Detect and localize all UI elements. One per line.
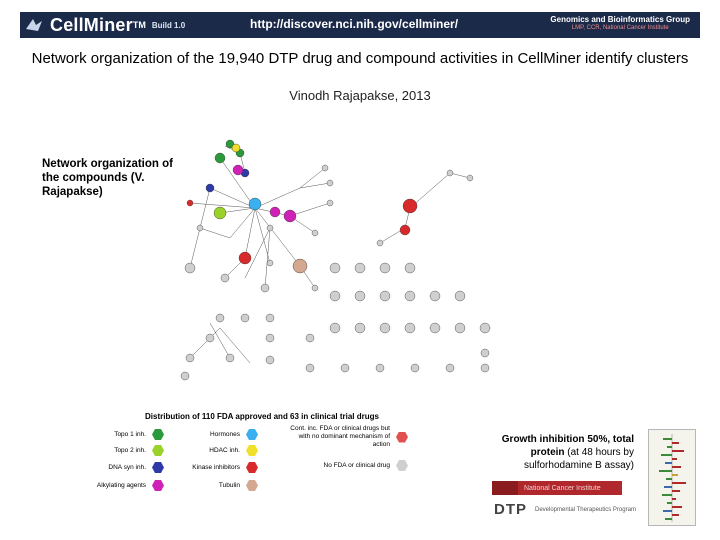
hexagon-swatch-icon — [152, 462, 164, 473]
nci-mark-icon — [492, 481, 518, 495]
group-title: Genomics and Bioinformatics Group — [550, 15, 690, 24]
legend-item-dna-syn: DNA syn inh. — [90, 462, 164, 473]
legend-item-no-dominant-moa: Cont. inc. FDA or clinical drugs but wit… — [286, 425, 408, 449]
hexagon-swatch-icon — [396, 460, 408, 471]
trademark: TM — [132, 20, 146, 30]
legend-item-no-drug: No FDA or clinical drug — [286, 460, 408, 471]
legend-item-alkylating: Alkylating agents — [90, 480, 164, 491]
hexagon-swatch-icon — [246, 429, 258, 440]
legend-item-kinase: Kinase inhibitors — [178, 462, 258, 473]
network-graph — [180, 139, 491, 381]
legend-label: DNA syn inh. — [108, 464, 146, 471]
growth-inhibition-caption: Growth inhibition 50%, total protein (at… — [478, 433, 634, 472]
dtp-program-text: Developmental Therapeutics Program — [535, 506, 636, 513]
hexagon-swatch-icon — [152, 480, 164, 491]
hexagon-swatch-icon — [246, 462, 258, 473]
hexagon-swatch-icon — [246, 445, 258, 456]
drug-class-legend: Distribution of 110 FDA approved and 63 … — [90, 408, 420, 496]
nci-logo-text: National Cancer Institute — [524, 484, 601, 492]
legend-label: Kinase inhibitors — [192, 464, 240, 471]
dtp-logo: DTP Developmental Therapeutics Program — [494, 501, 636, 518]
app-name: CellMiner — [50, 14, 133, 35]
dtp-logo-text: DTP — [494, 501, 527, 518]
heatmap-bars — [659, 438, 686, 520]
slide-author: Vinodh Rajapakse, 2013 — [289, 88, 431, 103]
nci-logo: National Cancer Institute — [492, 481, 622, 495]
legend-label: HDAC inh. — [209, 447, 240, 454]
network-edges — [189, 145, 471, 364]
hexagon-swatch-icon — [246, 480, 258, 491]
legend-item-topo2: Topo 2 inh. — [90, 445, 164, 456]
legend-label: Cont. inc. FDA or clinical drugs but wit… — [290, 425, 390, 448]
legend-label: No FDA or clinical drug — [323, 462, 390, 469]
network-nodes — [180, 139, 491, 381]
cellminer-bird-icon — [26, 19, 42, 31]
compound-network-figure — [170, 128, 510, 390]
activity-heatmap-thumbnail — [648, 429, 696, 526]
build-label: Build 1.0 — [151, 20, 186, 30]
growth-rest-text: (at 48 hours by sulforhodamine B assay) — [523, 447, 634, 471]
group-subtitle: LMP, CCR, National Cancer Institute — [571, 25, 669, 31]
app-banner: CellMiner TM Build 1.0 http://discover.n… — [20, 12, 700, 38]
heatmap-graphic — [659, 434, 686, 522]
legend-label: Topo 1 inh. — [114, 431, 146, 438]
group-logo: Genomics and Bioinformatics Group LMP, C… — [550, 15, 690, 31]
legend-title: Distribution of 110 FDA approved and 63 … — [145, 412, 379, 421]
hexagon-swatch-icon — [152, 445, 164, 456]
hexagon-swatch-icon — [152, 429, 164, 440]
legend-label: Tubulin — [218, 482, 240, 489]
hexagon-swatch-icon — [396, 431, 408, 443]
legend-item-tubulin: Tubulin — [178, 480, 258, 491]
legend-item-hdac: HDAC inh. — [178, 445, 258, 456]
cellminer-logo: CellMiner TM Build 1.0 — [20, 15, 244, 36]
legend-label: Topo 2 inh. — [114, 447, 146, 454]
legend-item-hormones: Hormones — [178, 429, 258, 440]
legend-label: Alkylating agents — [96, 482, 146, 489]
network-label: Network organization of the compounds (V… — [42, 158, 173, 198]
legend-item-topo1: Topo 1 inh. — [90, 429, 164, 440]
legend-label: Hormones — [210, 431, 240, 438]
growth-bold-text: Growth inhibition 50%, total protein — [501, 434, 634, 458]
slide-title: Network organization of the 19,940 DTP d… — [31, 50, 689, 67]
site-url[interactable]: http://discover.nci.nih.gov/cellminer/ — [250, 17, 459, 31]
